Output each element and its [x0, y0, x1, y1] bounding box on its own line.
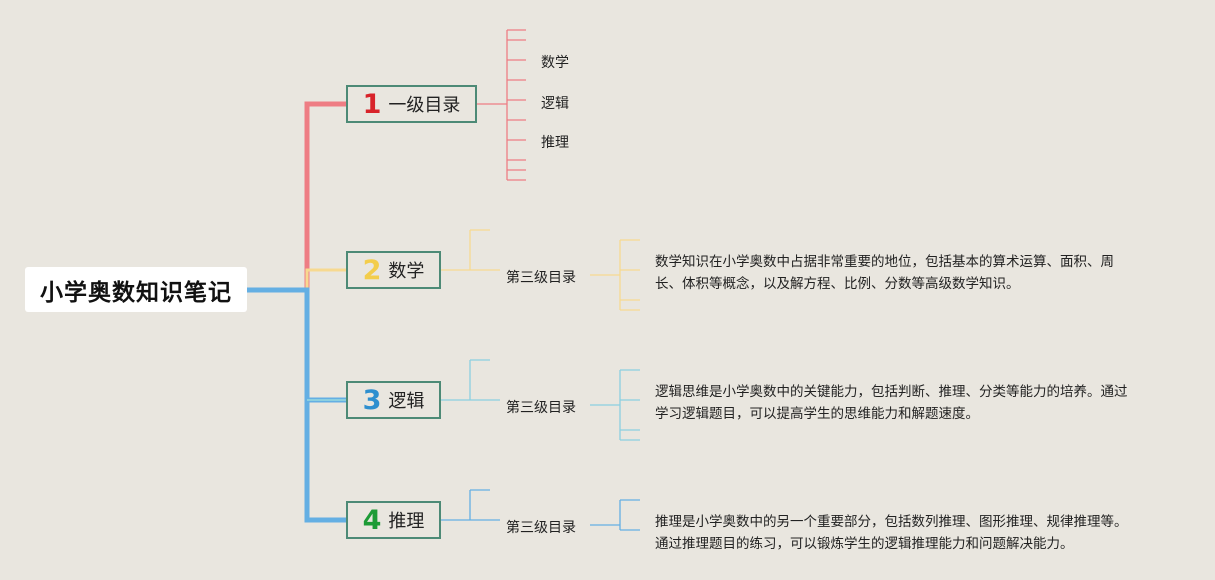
branch-3-label: 逻辑: [388, 391, 425, 412]
branch-2-text-line-1: 数学知识在小学奥数中占据非常重要的地位，包括基本的算术运算、面积、周: [655, 254, 1114, 270]
root-title: 小学奥数知识笔记: [40, 279, 232, 306]
branch-1-label: 一级目录: [388, 95, 461, 116]
branch4-trunk: [304, 400, 347, 523]
branch-2-text-line-2: 长、体积等概念，以及解方程、比例、分数等高级数学知识。: [655, 276, 1020, 292]
branch-1-node[interactable]: 1 一级目录: [346, 85, 477, 123]
branch4-bracket: [440, 489, 640, 531]
branch3-trunk: [247, 287, 347, 403]
branch-4-text-line-2: 通过推理题目的练习，可以锻炼学生的逻辑推理能力和问题解决能力。: [655, 536, 1074, 552]
branch-1-child-reasoning[interactable]: 推理: [541, 135, 569, 151]
branch2-bracket: [440, 229, 640, 311]
branch1-bracket: [476, 29, 526, 181]
branch-3-text-line-1: 逻辑思维是小学奥数中的关键能力，包括判断、推理、分类等能力的培养。通过: [655, 384, 1128, 400]
branch-2-label: 数学: [388, 261, 425, 282]
branch-2-number: 2: [362, 254, 382, 286]
branch-4-node[interactable]: 4 推理: [346, 501, 441, 539]
branch-4-number: 4: [362, 504, 382, 536]
branch2-trunk: [305, 268, 347, 290]
branch3-bracket: [440, 359, 640, 441]
branch-4-description[interactable]: 推理是小学奥数中的另一个重要部分，包括数列推理、图形推理、规律推理等。 通过推理…: [655, 511, 1155, 555]
branch-2-subtopic[interactable]: 第三级目录: [506, 270, 576, 286]
branch1-trunk: [247, 101, 347, 293]
branch-3-number: 3: [362, 384, 382, 416]
branch-1-number: 1: [362, 88, 382, 120]
branch-3-text-line-2: 学习逻辑题目，可以提高学生的思维能力和解题速度。: [655, 406, 979, 422]
branch-3-description[interactable]: 逻辑思维是小学奥数中的关键能力，包括判断、推理、分类等能力的培养。通过 学习逻辑…: [655, 381, 1155, 425]
branch-4-label: 推理: [388, 511, 425, 532]
branch-4-text-line-1: 推理是小学奥数中的另一个重要部分，包括数列推理、图形推理、规律推理等。: [655, 514, 1128, 530]
branch-2-description[interactable]: 数学知识在小学奥数中占据非常重要的地位，包括基本的算术运算、面积、周 长、体积等…: [655, 251, 1155, 295]
branch-1-child-math[interactable]: 数学: [541, 55, 569, 71]
branch-3-subtopic[interactable]: 第三级目录: [506, 400, 576, 416]
branch-1-child-logic[interactable]: 逻辑: [541, 96, 569, 112]
root-topic[interactable]: 小学奥数知识笔记: [25, 267, 247, 312]
branch-2-node[interactable]: 2 数学: [346, 251, 441, 289]
branch-4-subtopic[interactable]: 第三级目录: [506, 520, 576, 536]
branch-3-node[interactable]: 3 逻辑: [346, 381, 441, 419]
